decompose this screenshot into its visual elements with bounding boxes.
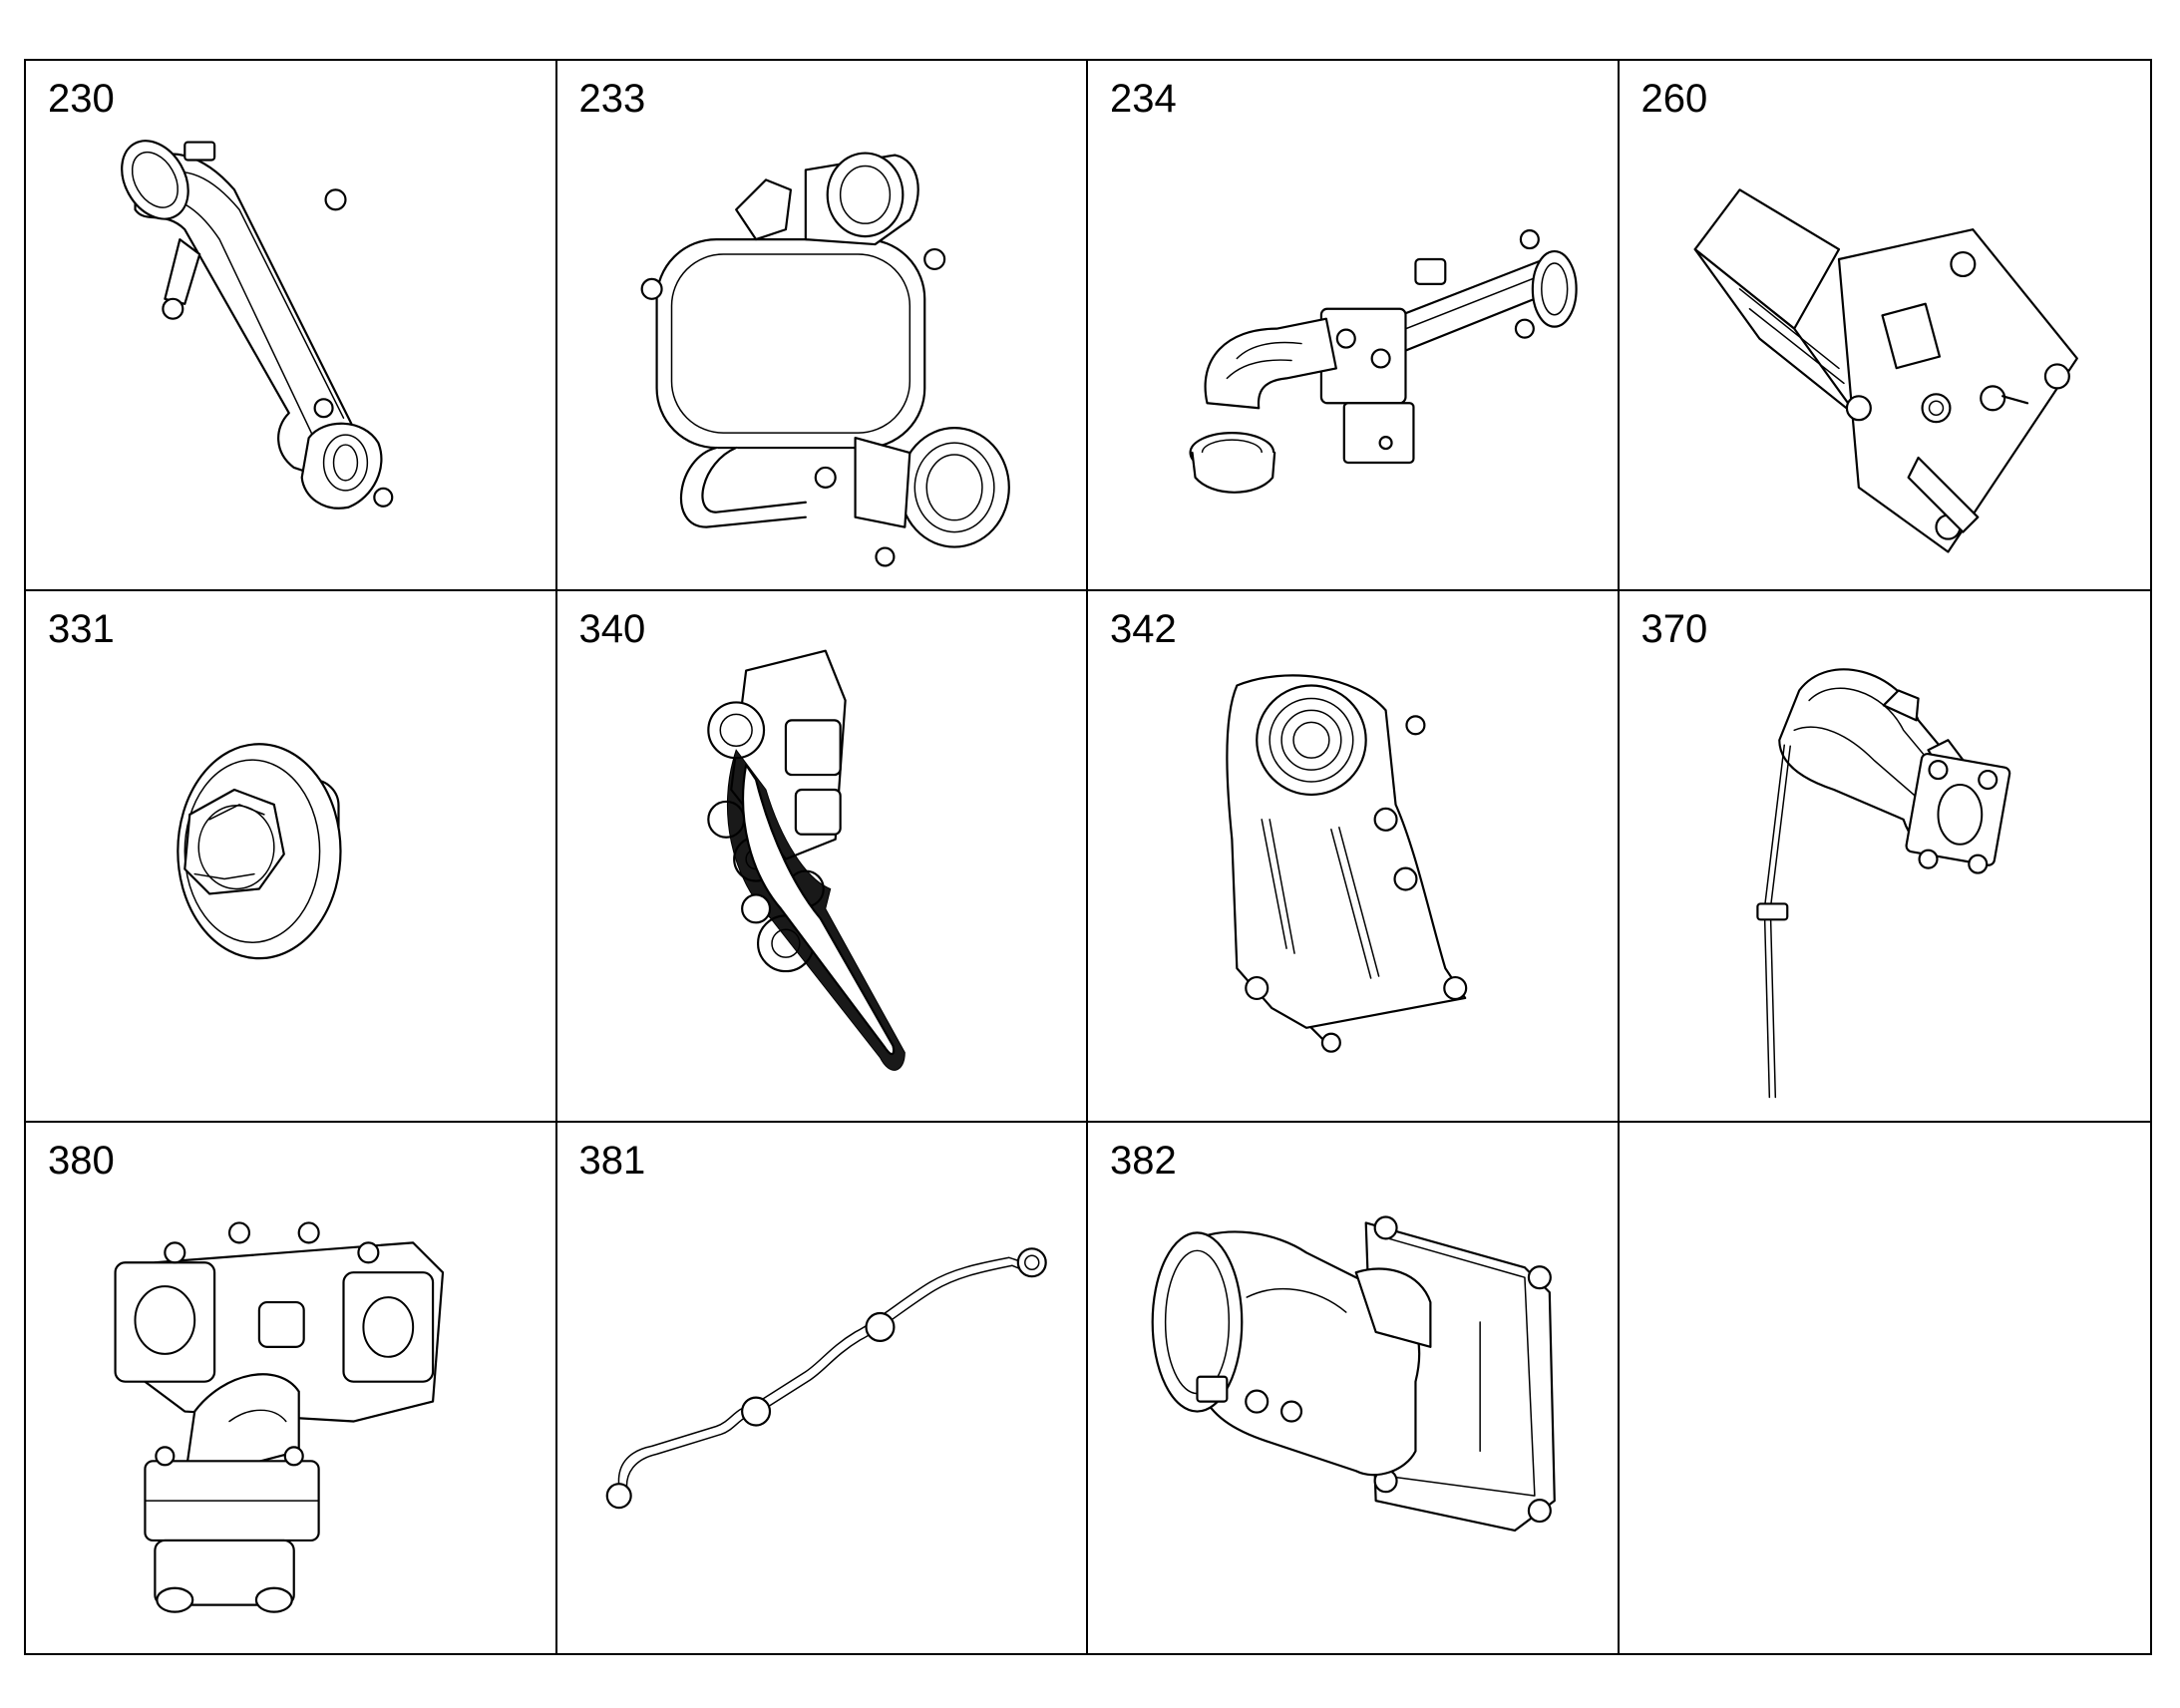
part-cell-380[interactable]: 380 <box>26 1122 557 1653</box>
part-cell-340[interactable]: 340 <box>556 591 1088 1123</box>
part-cell-230[interactable]: 230 <box>26 61 557 592</box>
part-cell-381[interactable]: 381 <box>557 1122 1088 1653</box>
part-cell-331[interactable]: 331 <box>26 591 557 1123</box>
exhaust-manifold-with-sensor-icon <box>1620 591 2151 1120</box>
intake-pipe-with-clamps-icon <box>26 61 555 589</box>
part-cell-382[interactable]: 382 <box>1088 1122 1620 1653</box>
part-number: 340 <box>578 607 646 652</box>
part-number: 230 <box>48 77 115 121</box>
timing-cover-icon <box>1088 591 1618 1120</box>
belt-drive-assembly-icon <box>557 591 1087 1120</box>
fuel-line-icon <box>557 1123 1087 1653</box>
part-cell-233[interactable]: 233 <box>556 61 1088 592</box>
part-cell-260[interactable]: 260 <box>1619 61 2151 592</box>
part-number: 382 <box>1110 1138 1177 1183</box>
part-number: 370 <box>1640 607 1708 652</box>
mounting-plate-bracket-icon <box>1620 61 2151 589</box>
hex-plug-icon <box>26 591 555 1120</box>
part-number: 260 <box>1640 77 1708 121</box>
part-number: 233 <box>578 77 646 121</box>
part-number: 380 <box>48 1138 115 1183</box>
part-number: 234 <box>1110 77 1177 121</box>
intake-elbow-icon <box>1088 1123 1618 1653</box>
parts-grid: 230 233 <box>24 59 2152 1655</box>
thermostat-housing-icon <box>26 1123 555 1653</box>
part-cell-370[interactable]: 370 <box>1619 591 2151 1123</box>
part-cell-234[interactable]: 234 <box>1088 61 1620 592</box>
egr-valve-assembly-icon <box>557 61 1087 589</box>
part-number: 381 <box>578 1138 646 1183</box>
part-cell-342[interactable]: 342 <box>1088 591 1620 1123</box>
part-cell-empty <box>1620 1123 2151 1653</box>
part-number: 331 <box>48 607 115 652</box>
air-intake-duct-icon <box>1088 61 1618 589</box>
part-number: 342 <box>1110 607 1177 652</box>
